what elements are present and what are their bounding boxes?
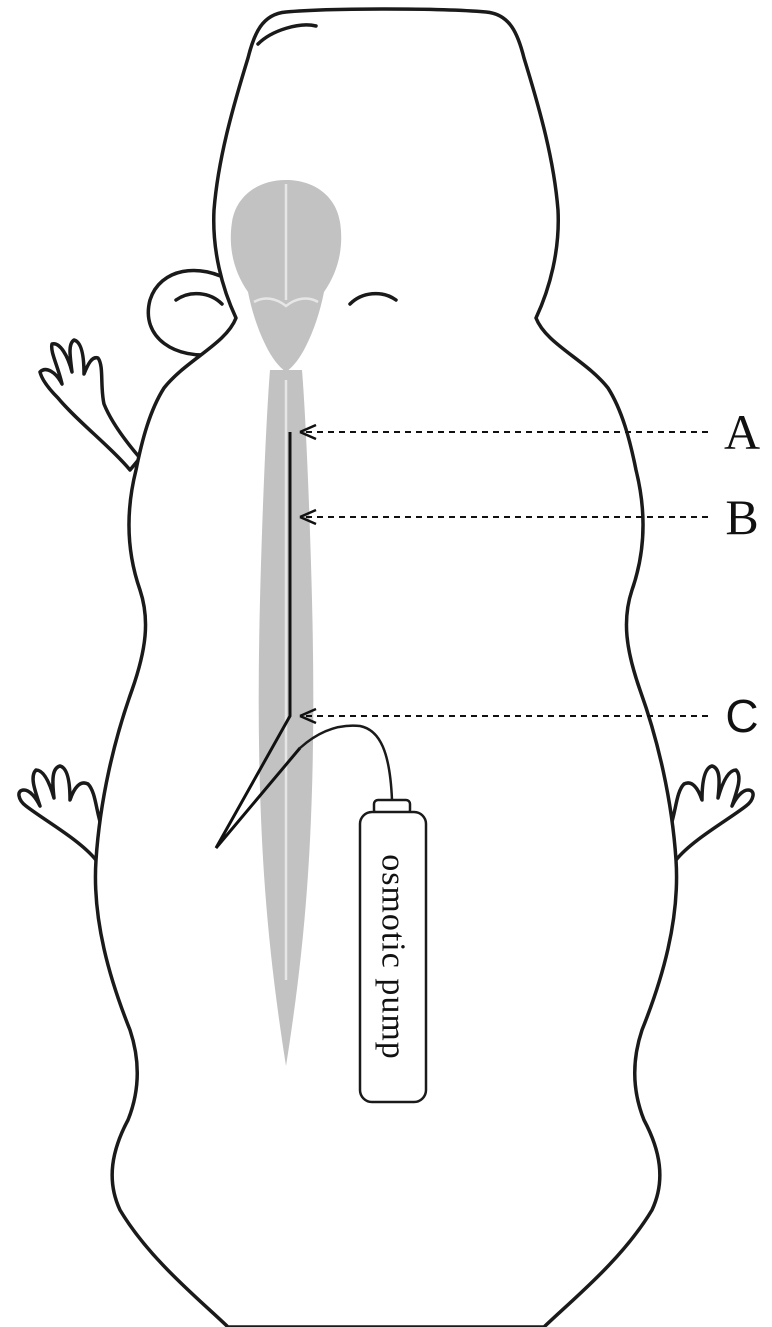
pump-label: osmotic pump — [375, 854, 412, 1060]
body-silhouette — [95, 9, 676, 1327]
rat-body — [19, 9, 753, 1327]
label-c: C — [725, 690, 758, 742]
osmotic-pump: osmotic pump — [360, 800, 426, 1102]
left-front-paw — [40, 340, 140, 470]
label-a: A — [724, 404, 760, 460]
label-b: B — [725, 489, 758, 545]
